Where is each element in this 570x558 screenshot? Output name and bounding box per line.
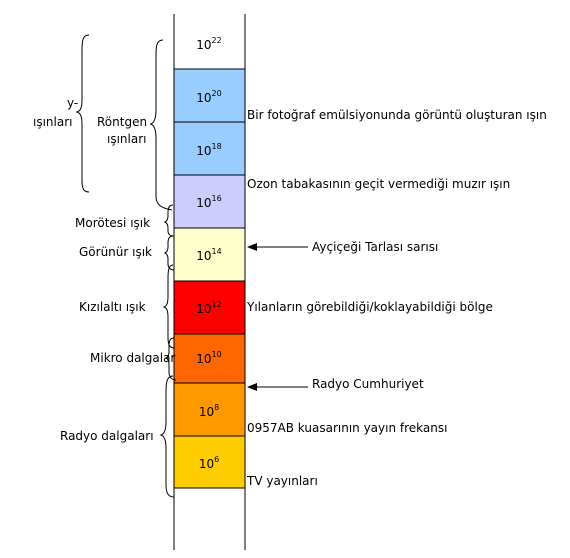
arrow-radio-cumhuriyet [247, 383, 308, 391]
brace-infrared [162, 264, 175, 349]
svg-text:1014: 1014 [196, 247, 221, 263]
brace-microwave [164, 337, 177, 381]
svg-text:108: 108 [199, 403, 219, 419]
band-1e22: 1022 [196, 36, 221, 52]
band-1e12: 1012 [173, 280, 246, 335]
label-radio: Radyo dalgaları [60, 429, 154, 443]
band-1e16: 1016 [173, 174, 246, 229]
label-uv: Morötesi ışık [75, 216, 150, 230]
label-sunflower: Ayçiçeği Tarlası sarısı [312, 240, 438, 254]
label-microwave: Mikro dalgalar [90, 351, 175, 365]
svg-text:1022: 1022 [196, 36, 221, 52]
svg-text:1010: 1010 [196, 350, 221, 366]
label-snakes: Yılanların görebildiği/koklayabildiği bö… [246, 300, 493, 314]
svg-text:1012: 1012 [196, 300, 221, 316]
brace-visible [163, 235, 175, 271]
brace-uv [163, 204, 175, 237]
label-gamma-line2: ışınları [33, 115, 72, 129]
label-photo-emulsion: Bir fotoğraf emülsiyonunda görüntü oluşt… [247, 108, 547, 122]
label-xray-line2: ışınları [107, 132, 146, 146]
brace-xray [149, 39, 173, 211]
label-ozone: Ozon tabakasının geçit vermediği muzır ı… [247, 177, 510, 191]
label-quasar: 0957AB kuasarının yayın frekansı [247, 421, 447, 435]
band-1e10: 1010 [173, 333, 246, 384]
label-radio-cumhuriyet: Radyo Cumhuriyet [312, 377, 424, 391]
band-1e20: 1020 [173, 68, 246, 123]
svg-text:1018: 1018 [196, 142, 221, 158]
svg-text:1020: 1020 [196, 89, 221, 105]
arrow-sunflower [247, 243, 308, 251]
label-gamma-line1: y- [67, 96, 78, 110]
band-1e8: 108 [173, 382, 246, 437]
label-visible: Görünür ışık [79, 245, 152, 259]
svg-text:106: 106 [199, 455, 219, 471]
svg-text:1016: 1016 [196, 194, 221, 210]
band-1e18: 1018 [173, 121, 246, 176]
brace-gamma [75, 34, 90, 193]
label-xray-line1: Röntgen [97, 115, 147, 129]
band-1e6: 106 [173, 435, 246, 489]
band-1e14: 1014 [173, 227, 246, 282]
label-infrared: Kızılaltı ışık [79, 300, 146, 314]
label-tv: TV yayınları [246, 474, 318, 488]
brace-radio [159, 375, 175, 498]
